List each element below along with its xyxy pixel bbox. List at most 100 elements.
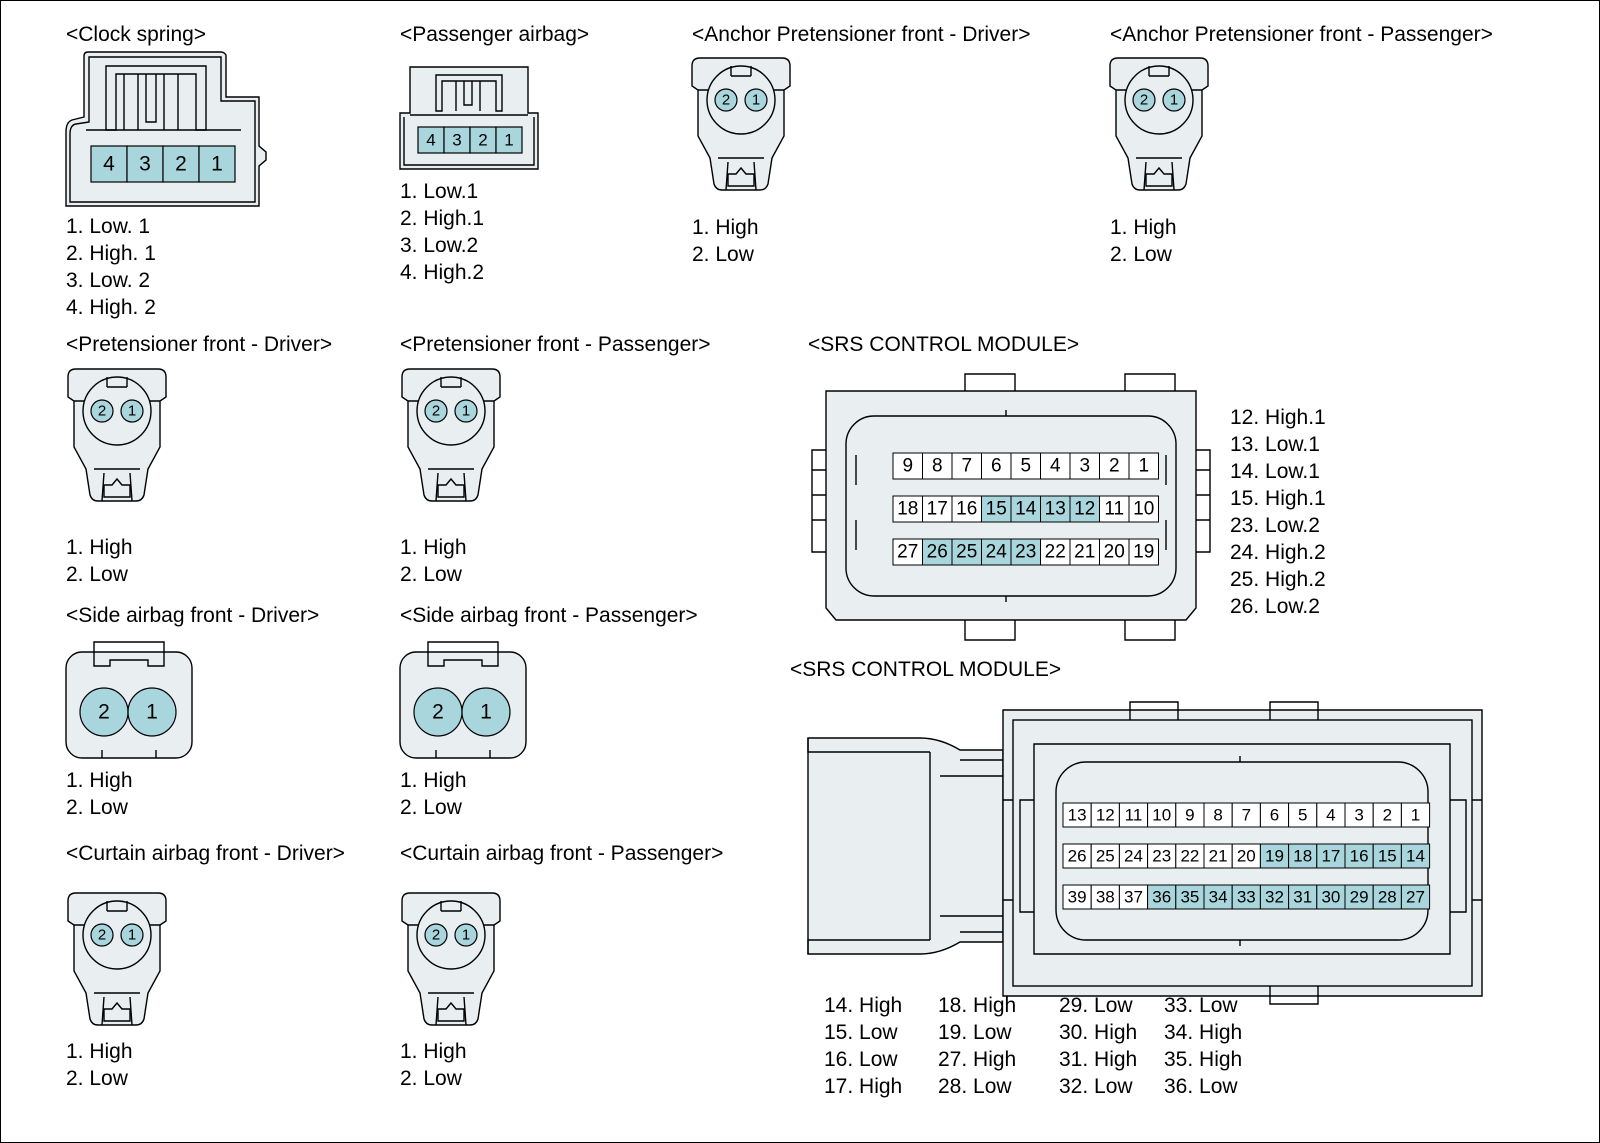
legend-item: 16. Low <box>824 1048 898 1071</box>
pin-number: 20 <box>1237 847 1256 866</box>
pin-cell <box>1316 802 1346 828</box>
pin-cell <box>1090 802 1120 828</box>
side-airbag-passenger-title: <Side airbag front - Passenger> <box>400 604 698 627</box>
pin-number: 12 <box>1096 806 1115 825</box>
legend-item: 25. High.2 <box>1230 568 1326 591</box>
pin-number: 2 <box>1140 92 1148 109</box>
pin-number: 3 <box>1354 806 1363 825</box>
srs-module-1-title: <SRS CONTROL MODULE> <box>808 333 1080 356</box>
pin-number: 4 <box>1050 456 1061 477</box>
pin-number: 1 <box>504 131 513 150</box>
pin-cell <box>1288 802 1318 828</box>
legend-item: 1. High <box>1110 216 1177 239</box>
clock-spring-legend: 1. Low. 1 2. High. 1 3. Low. 2 4. High. … <box>66 213 156 321</box>
pin-number: 1 <box>752 92 760 109</box>
pin-number: 17 <box>1321 847 1340 866</box>
pin-cell <box>1316 884 1346 910</box>
legend-item: 2. Low <box>66 563 128 586</box>
pin-number: 22 <box>1045 542 1066 563</box>
pin-number: 9 <box>902 456 913 477</box>
pin-cell <box>892 495 923 523</box>
legend-item: 36. Low <box>1164 1075 1238 1098</box>
pin-number: 1 <box>1138 456 1149 477</box>
pin-number: 2 <box>722 92 730 109</box>
curtain-airbag-passenger-legend: 1. High 2. Low <box>400 1038 467 1092</box>
pin-number: 7 <box>1242 806 1251 825</box>
pin-number: 2 <box>432 403 440 420</box>
pin-number: 25 <box>1096 847 1115 866</box>
legend-item: 18. High <box>938 994 1017 1017</box>
legend-item: 34. High <box>1164 1021 1243 1044</box>
pin-number: 5 <box>1298 806 1307 825</box>
pin-number: 19 <box>1133 542 1154 563</box>
pin-number: 20 <box>1104 542 1125 563</box>
pin-cell <box>1231 843 1261 869</box>
pin-cell <box>1099 452 1130 480</box>
pin-cell <box>981 538 1012 566</box>
legend-item: 29. Low <box>1059 994 1133 1017</box>
legend-item: 19. Low <box>938 1021 1012 1044</box>
pin-number: 4 <box>103 153 115 176</box>
pin-cell <box>1118 843 1149 869</box>
harness-body <box>807 737 1004 955</box>
pin-cell <box>126 145 164 183</box>
pin-number: 2 <box>432 701 444 724</box>
pin-number: 21 <box>1074 542 1095 563</box>
pin-cell <box>1090 843 1120 869</box>
pin-number: 24 <box>986 542 1008 563</box>
pin-number: 28 <box>1378 888 1397 907</box>
pin-number: 16 <box>1350 847 1369 866</box>
pin-cell <box>922 495 953 523</box>
legend-item: 12. High.1 <box>1230 406 1326 429</box>
side-airbag-passenger-legend: 1. High 2. Low <box>400 767 467 821</box>
pretensioner-driver-title: <Pretensioner front - Driver> <box>66 333 333 356</box>
pin-cell <box>1090 884 1120 910</box>
pin-cell <box>1259 884 1290 910</box>
pin-cell <box>1231 802 1261 828</box>
pin-cell <box>951 538 982 566</box>
pin-circle <box>424 923 448 947</box>
pin-number: 1 <box>128 403 136 420</box>
legend-item: 13. Low.1 <box>1230 433 1320 456</box>
pin-number: 23 <box>1152 847 1171 866</box>
legend-item: 2. Low <box>692 243 754 266</box>
pin-cell <box>1069 495 1100 523</box>
pin-number: 34 <box>1209 888 1228 907</box>
pin-number: 1 <box>1411 806 1420 825</box>
pin-cell <box>1203 843 1233 869</box>
legend-item: 3. Low.2 <box>400 234 479 257</box>
legend-item: 2. Low <box>400 1067 462 1090</box>
legend-item: 27. High <box>938 1048 1017 1071</box>
legend-item: 2. Low <box>66 796 128 819</box>
legend-item: 1. Low.1 <box>400 180 479 203</box>
pin-cell <box>1372 802 1402 828</box>
pin-cell <box>90 145 128 183</box>
pin-cell <box>1400 802 1431 828</box>
pin-number: 1 <box>462 927 470 944</box>
pin-cell <box>1344 802 1374 828</box>
pin-cell <box>951 495 982 523</box>
pin-number: 2 <box>1383 806 1392 825</box>
pin-number: 2 <box>98 701 110 724</box>
pin-cell <box>1040 452 1071 480</box>
legend-item: 26. Low.2 <box>1230 595 1320 618</box>
srs-module-2-title: <SRS CONTROL MODULE> <box>790 658 1062 681</box>
pin-number: 17 <box>927 499 948 520</box>
pin-number: 18 <box>897 499 918 520</box>
pin-cell <box>495 126 523 154</box>
pin-cell <box>469 126 497 154</box>
pin-number: 11 <box>1125 806 1143 825</box>
pin-number: 11 <box>1104 499 1124 520</box>
pretensioner-passenger-title: <Pretensioner front - Passenger> <box>400 333 711 356</box>
pin-number: 1 <box>128 927 136 944</box>
pin-number: 39 <box>1068 888 1087 907</box>
pin-number: 1 <box>211 153 223 176</box>
pin-number: 1 <box>1170 92 1178 109</box>
legend-item: 2. High. 1 <box>66 242 156 265</box>
pin-cell <box>1175 884 1205 910</box>
pin-number: 26 <box>927 542 948 563</box>
pin-number: 15 <box>1378 847 1397 866</box>
